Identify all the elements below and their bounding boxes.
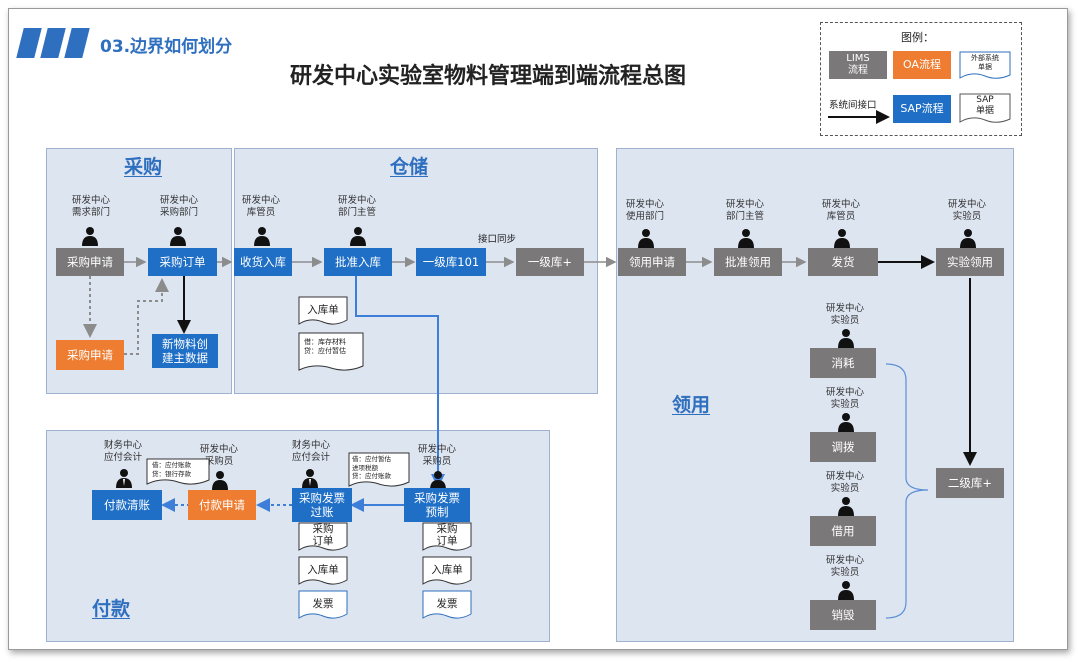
interface-sync-label: 接口同步	[478, 234, 517, 245]
document-icon	[422, 556, 472, 585]
panel-usage	[616, 148, 1014, 642]
person-icon	[302, 469, 318, 488]
doc-payment-entry: 借：应付账款 贷：银行存款	[146, 458, 210, 486]
role-lab-staff: 研发中心 实验员	[825, 387, 864, 410]
box-purchase-request-oa: 采购申请	[56, 340, 124, 370]
box-receive-goods: 收货入库	[234, 248, 292, 276]
role-lab-staff: 研发中心 实验员	[825, 303, 864, 326]
role-demand-dept: 研发中心 需求部门	[71, 195, 110, 218]
box-purchase-order: 采购订单	[148, 248, 217, 276]
person-icon	[170, 227, 186, 246]
box-payment-clearing: 付款清账	[92, 490, 162, 520]
doc-invoice-entry: 借：应付暂估 进项税额 贷：应付账款	[348, 452, 410, 488]
panel-title-usage: 领用	[672, 394, 711, 416]
role-lab-staff: 研发中心 实验员	[825, 471, 864, 494]
doc-inbound: 入库单	[422, 556, 472, 586]
box-use-request: 领用申请	[618, 248, 686, 276]
legend-external-doc: 外部系统 单据	[959, 51, 1011, 79]
document-icon	[348, 452, 410, 487]
doc-invoice: 发票	[298, 590, 348, 620]
legend-interface-label: 系统间接口	[829, 100, 877, 111]
document-icon	[298, 332, 364, 371]
panel-title-storage: 仓储	[390, 156, 429, 178]
document-icon	[298, 296, 348, 325]
document-icon	[298, 556, 348, 585]
person-icon	[838, 581, 854, 600]
box-level2-plus: 二级库+	[936, 468, 1004, 498]
person-icon	[838, 497, 854, 516]
document-icon	[959, 51, 1011, 79]
box-level1-plus: 一级库+	[516, 248, 584, 276]
box-ship: 发货	[808, 248, 878, 276]
box-new-material-master: 新物料创 建主数据	[152, 334, 218, 368]
box-transfer: 调拨	[810, 432, 876, 462]
document-icon	[298, 522, 348, 551]
role-payable-accountant: 财务中心 应付会计	[103, 440, 142, 463]
doc-inbound: 入库单	[298, 556, 348, 586]
document-icon	[422, 590, 472, 619]
doc-purchase-order: 采购 订单	[298, 522, 348, 552]
person-icon	[638, 229, 654, 248]
person-icon	[212, 471, 228, 490]
doc-inbound-entry: 借：库存材料 贷：应付暂估	[298, 332, 364, 372]
box-approve-use: 批准领用	[714, 248, 782, 276]
section-label: 03.边界如何划分	[100, 37, 233, 57]
person-icon	[430, 471, 446, 490]
box-lab-use: 实验领用	[936, 248, 1004, 276]
role-user-dept: 研发中心 使用部门	[625, 199, 664, 222]
box-purchase-request-lims: 采购申请	[56, 248, 124, 276]
person-icon	[254, 227, 270, 246]
role-lab-staff: 研发中心 实验员	[947, 199, 986, 222]
page-title: 研发中心实验室物料管理端到端流程总图	[290, 64, 687, 89]
box-payment-request: 付款申请	[188, 490, 256, 520]
role-payable-accountant: 财务中心 应付会计	[291, 440, 330, 463]
document-icon	[146, 458, 210, 485]
role-lab-staff: 研发中心 实验员	[825, 555, 864, 578]
box-destroy: 销毁	[810, 600, 876, 630]
legend-lims: LIMS 流程	[829, 51, 887, 79]
person-icon	[738, 229, 754, 248]
person-icon	[960, 229, 976, 248]
doc-inbound: 入库单	[298, 296, 348, 326]
box-approve-inbound: 批准入库	[324, 248, 392, 276]
box-invoice-posting: 采购发票 过账	[292, 488, 352, 522]
person-icon	[838, 413, 854, 432]
legend-sap: SAP流程	[893, 95, 951, 123]
box-borrow: 借用	[810, 516, 876, 546]
role-dept-supervisor: 研发中心 部门主管	[337, 195, 376, 218]
box-level1-101: 一级库101	[416, 248, 486, 276]
person-icon	[834, 229, 850, 248]
legend-sap-doc: SAP 单据	[959, 93, 1011, 123]
panel-title-payment: 付款	[92, 598, 131, 620]
legend-title: 图例：	[901, 31, 934, 44]
document-icon	[298, 590, 348, 619]
panel-title-purchase: 采购	[124, 156, 163, 178]
role-storekeeper: 研发中心 库管员	[241, 195, 280, 218]
document-icon	[422, 522, 472, 551]
person-icon	[838, 329, 854, 348]
box-consume: 消耗	[810, 348, 876, 378]
role-purchase-dept: 研发中心 采购部门	[159, 195, 198, 218]
person-icon	[82, 227, 98, 246]
doc-invoice: 发票	[422, 590, 472, 620]
role-usage-supervisor: 研发中心 部门主管	[725, 199, 764, 222]
person-icon	[350, 227, 366, 246]
box-invoice-preparation: 采购发票 预制	[404, 488, 470, 522]
doc-purchase-order: 采购 订单	[422, 522, 472, 552]
role-usage-keeper: 研发中心 库管员	[821, 199, 860, 222]
legend-oa: OA流程	[893, 51, 951, 79]
role-buyer: 研发中心 采购员	[417, 444, 456, 467]
document-icon	[959, 93, 1011, 123]
role-buyer: 研发中心 采购员	[199, 444, 238, 467]
person-icon	[116, 469, 132, 488]
